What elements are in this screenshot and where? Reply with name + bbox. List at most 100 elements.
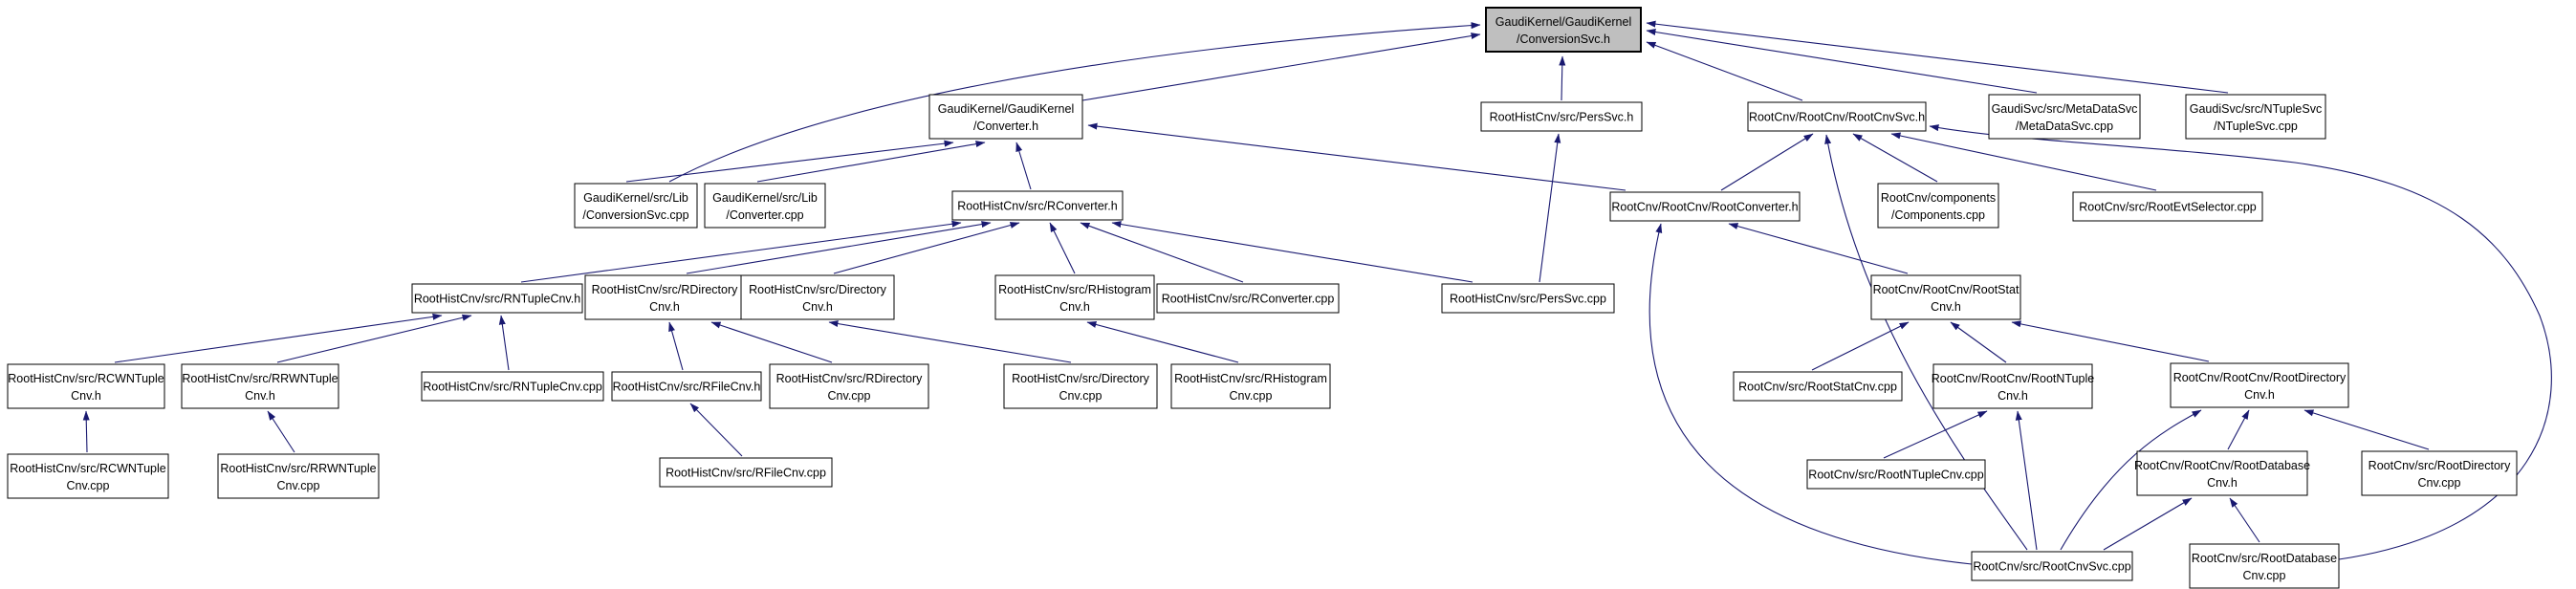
edge-rootdirectorycnv-h-to-rootstatcnv-h (2011, 320, 2210, 362)
node-box-rootstatcnv-cpp[interactable] (1733, 371, 1903, 402)
node-box-rootcnvsvc-cpp[interactable] (1971, 551, 2133, 581)
node-box-rootdirectorycnv-cpp[interactable] (2361, 450, 2518, 496)
node-box-rconverter-cpp[interactable] (1156, 283, 1340, 314)
node-box-rdirectorycnv-cpp[interactable] (769, 363, 929, 409)
node-box-ntuplesvc-cpp[interactable] (2185, 94, 2326, 140)
node-label-rootcnvsvc-h: RootCnv/RootCnv/RootCnvSvc.h (1749, 111, 1925, 124)
node-rconverter-cpp[interactable]: RootHistCnv/src/RConverter.cpp (1156, 283, 1340, 314)
node-lib-conversionsvc-cpp[interactable]: GaudiKernel/src/Lib/ConversionSvc.cpp (574, 183, 698, 229)
node-box-rhistogramcnv-cpp[interactable] (1170, 363, 1331, 409)
node-lib-converter-cpp[interactable]: GaudiKernel/src/Lib/Converter.cpp (704, 183, 826, 229)
node-box-rfilecnv-h[interactable] (611, 371, 762, 402)
node-box-converter-h[interactable] (928, 94, 1083, 140)
node-box-rootntuplecnv-h[interactable] (1932, 363, 2093, 409)
node-box-rootdatabasecnv-h[interactable] (2136, 450, 2308, 496)
edge-rootdatabasecnv-cpp-to-rootdatabasecnv-h (2229, 497, 2260, 543)
node-box-rootstatcnv-h[interactable] (1870, 274, 2021, 320)
node-label-rconverter-cpp: RootHistCnv/src/RConverter.cpp (1162, 293, 1335, 306)
node-label-perssvc-cpp: RootHistCnv/src/PersSvc.cpp (1450, 293, 1606, 306)
node-box-rootconverter-h[interactable] (1609, 191, 1801, 222)
node-rootcnvsvc-h[interactable]: RootCnv/RootCnv/RootCnvSvc.h (1747, 101, 1927, 132)
edge-rootconverter-h-to-rootcnvsvc-h (1720, 133, 1814, 191)
edge-rootcnvsvc-cpp-to-rootdatabasecnv-h (2103, 497, 2193, 551)
node-rfilecnv-h[interactable]: RootHistCnv/src/RFileCnv.h (611, 371, 762, 402)
node-box-rfilecnv-cpp[interactable] (659, 457, 833, 488)
edge-perssvc-h-to-conversionsvc-h (1559, 55, 1566, 101)
node-box-rntuplecnv-cpp[interactable] (421, 371, 604, 402)
node-perssvc-cpp[interactable]: RootHistCnv/src/PersSvc.cpp (1441, 283, 1615, 314)
node-rfilecnv-cpp[interactable]: RootHistCnv/src/RFileCnv.cpp (659, 457, 833, 488)
node-box-components-cpp[interactable] (1877, 183, 1999, 229)
edge-perssvc-cpp-to-perssvc-h (1539, 133, 1561, 283)
node-label-metadatasvc-cpp: GaudiSvc/src/MetaDataSvc/MetaDataSvc.cpp (1992, 102, 2138, 133)
edge-rcwntuplecnv-h-to-rntuplecnv-h (114, 313, 443, 363)
node-box-conversionsvc-h[interactable] (1485, 7, 1642, 53)
node-label-lib-converter-cpp: GaudiKernel/src/Lib/Converter.cpp (712, 191, 818, 222)
node-box-lib-converter-cpp[interactable] (704, 183, 826, 229)
node-rconverter-h[interactable]: RootHistCnv/src/RConverter.h (951, 190, 1124, 221)
node-box-perssvc-cpp[interactable] (1441, 283, 1615, 314)
node-rootntuplecnv-cpp[interactable]: RootCnv/src/RootNTupleCnv.cpp (1806, 459, 1986, 490)
node-rootevtselector-cpp[interactable]: RootCnv/src/RootEvtSelector.cpp (2072, 191, 2263, 222)
node-label-conversionsvc-h: GaudiKernel/GaudiKernel/ConversionSvc.h (1495, 15, 1631, 46)
node-components-cpp[interactable]: RootCnv/components/Components.cpp (1877, 183, 1999, 229)
node-rootcnvsvc-cpp[interactable]: RootCnv/src/RootCnvSvc.cpp (1971, 551, 2133, 581)
node-box-rootntuplecnv-cpp[interactable] (1806, 459, 1986, 490)
node-box-rootevtselector-cpp[interactable] (2072, 191, 2263, 222)
node-box-rcwntuplecnv-h[interactable] (7, 363, 165, 409)
node-box-rcwntuplecnv-cpp[interactable] (7, 453, 169, 499)
node-rntuplecnv-h[interactable]: RootHistCnv/src/RNTupleCnv.h (411, 283, 583, 314)
node-box-rdirectorycnv-h[interactable] (584, 274, 745, 320)
node-ntuplesvc-cpp[interactable]: GaudiSvc/src/NTupleSvc/NTupleSvc.cpp (2185, 94, 2326, 140)
node-box-lib-conversionsvc-cpp[interactable] (574, 183, 698, 229)
node-box-rntuplecnv-h[interactable] (411, 283, 583, 314)
node-box-perssvc-h[interactable] (1480, 101, 1643, 132)
node-perssvc-h[interactable]: RootHistCnv/src/PersSvc.h (1480, 101, 1643, 132)
edge-rntuplecnv-cpp-to-rntuplecnv-h (498, 315, 510, 371)
node-box-rrwntuplecnv-h[interactable] (181, 363, 339, 409)
node-box-rhistogramcnv-h[interactable] (994, 274, 1155, 320)
node-box-rootdatabasecnv-cpp[interactable] (2189, 543, 2340, 589)
edge-rhistogramcnv-h-to-rconverter-h (1049, 222, 1076, 274)
node-box-directorycnv-h[interactable] (740, 274, 895, 320)
node-converter-h[interactable]: GaudiKernel/GaudiKernel/Converter.h (928, 94, 1083, 140)
node-rootstatcnv-cpp[interactable]: RootCnv/src/RootStatCnv.cpp (1733, 371, 1903, 402)
node-box-rootcnvsvc-h[interactable] (1747, 101, 1927, 132)
node-box-rconverter-h[interactable] (951, 190, 1124, 221)
node-box-directorycnv-cpp[interactable] (1003, 363, 1158, 409)
node-box-metadatasvc-cpp[interactable] (1988, 94, 2141, 140)
edge-rootstatcnv-h-to-rootconverter-h (1728, 223, 1909, 274)
node-label-components-cpp: RootCnv/components/Components.cpp (1881, 191, 1996, 222)
edge-rootntuplecnv-h-to-rootstatcnv-h (1950, 321, 2007, 363)
node-box-rootdirectorycnv-h[interactable] (2170, 362, 2349, 408)
node-rootconverter-h[interactable]: RootCnv/RootCnv/RootConverter.h (1609, 191, 1801, 222)
node-rntuplecnv-cpp[interactable]: RootHistCnv/src/RNTupleCnv.cpp (421, 371, 604, 402)
edge-ntuplesvc-cpp-to-conversionsvc-h (1646, 20, 2229, 94)
node-metadatasvc-cpp[interactable]: GaudiSvc/src/MetaDataSvc/MetaDataSvc.cpp (1988, 94, 2141, 140)
node-box-rrwntuplecnv-cpp[interactable] (217, 453, 380, 499)
node-conversionsvc-h[interactable]: GaudiKernel/GaudiKernel/ConversionSvc.h (1485, 7, 1642, 53)
